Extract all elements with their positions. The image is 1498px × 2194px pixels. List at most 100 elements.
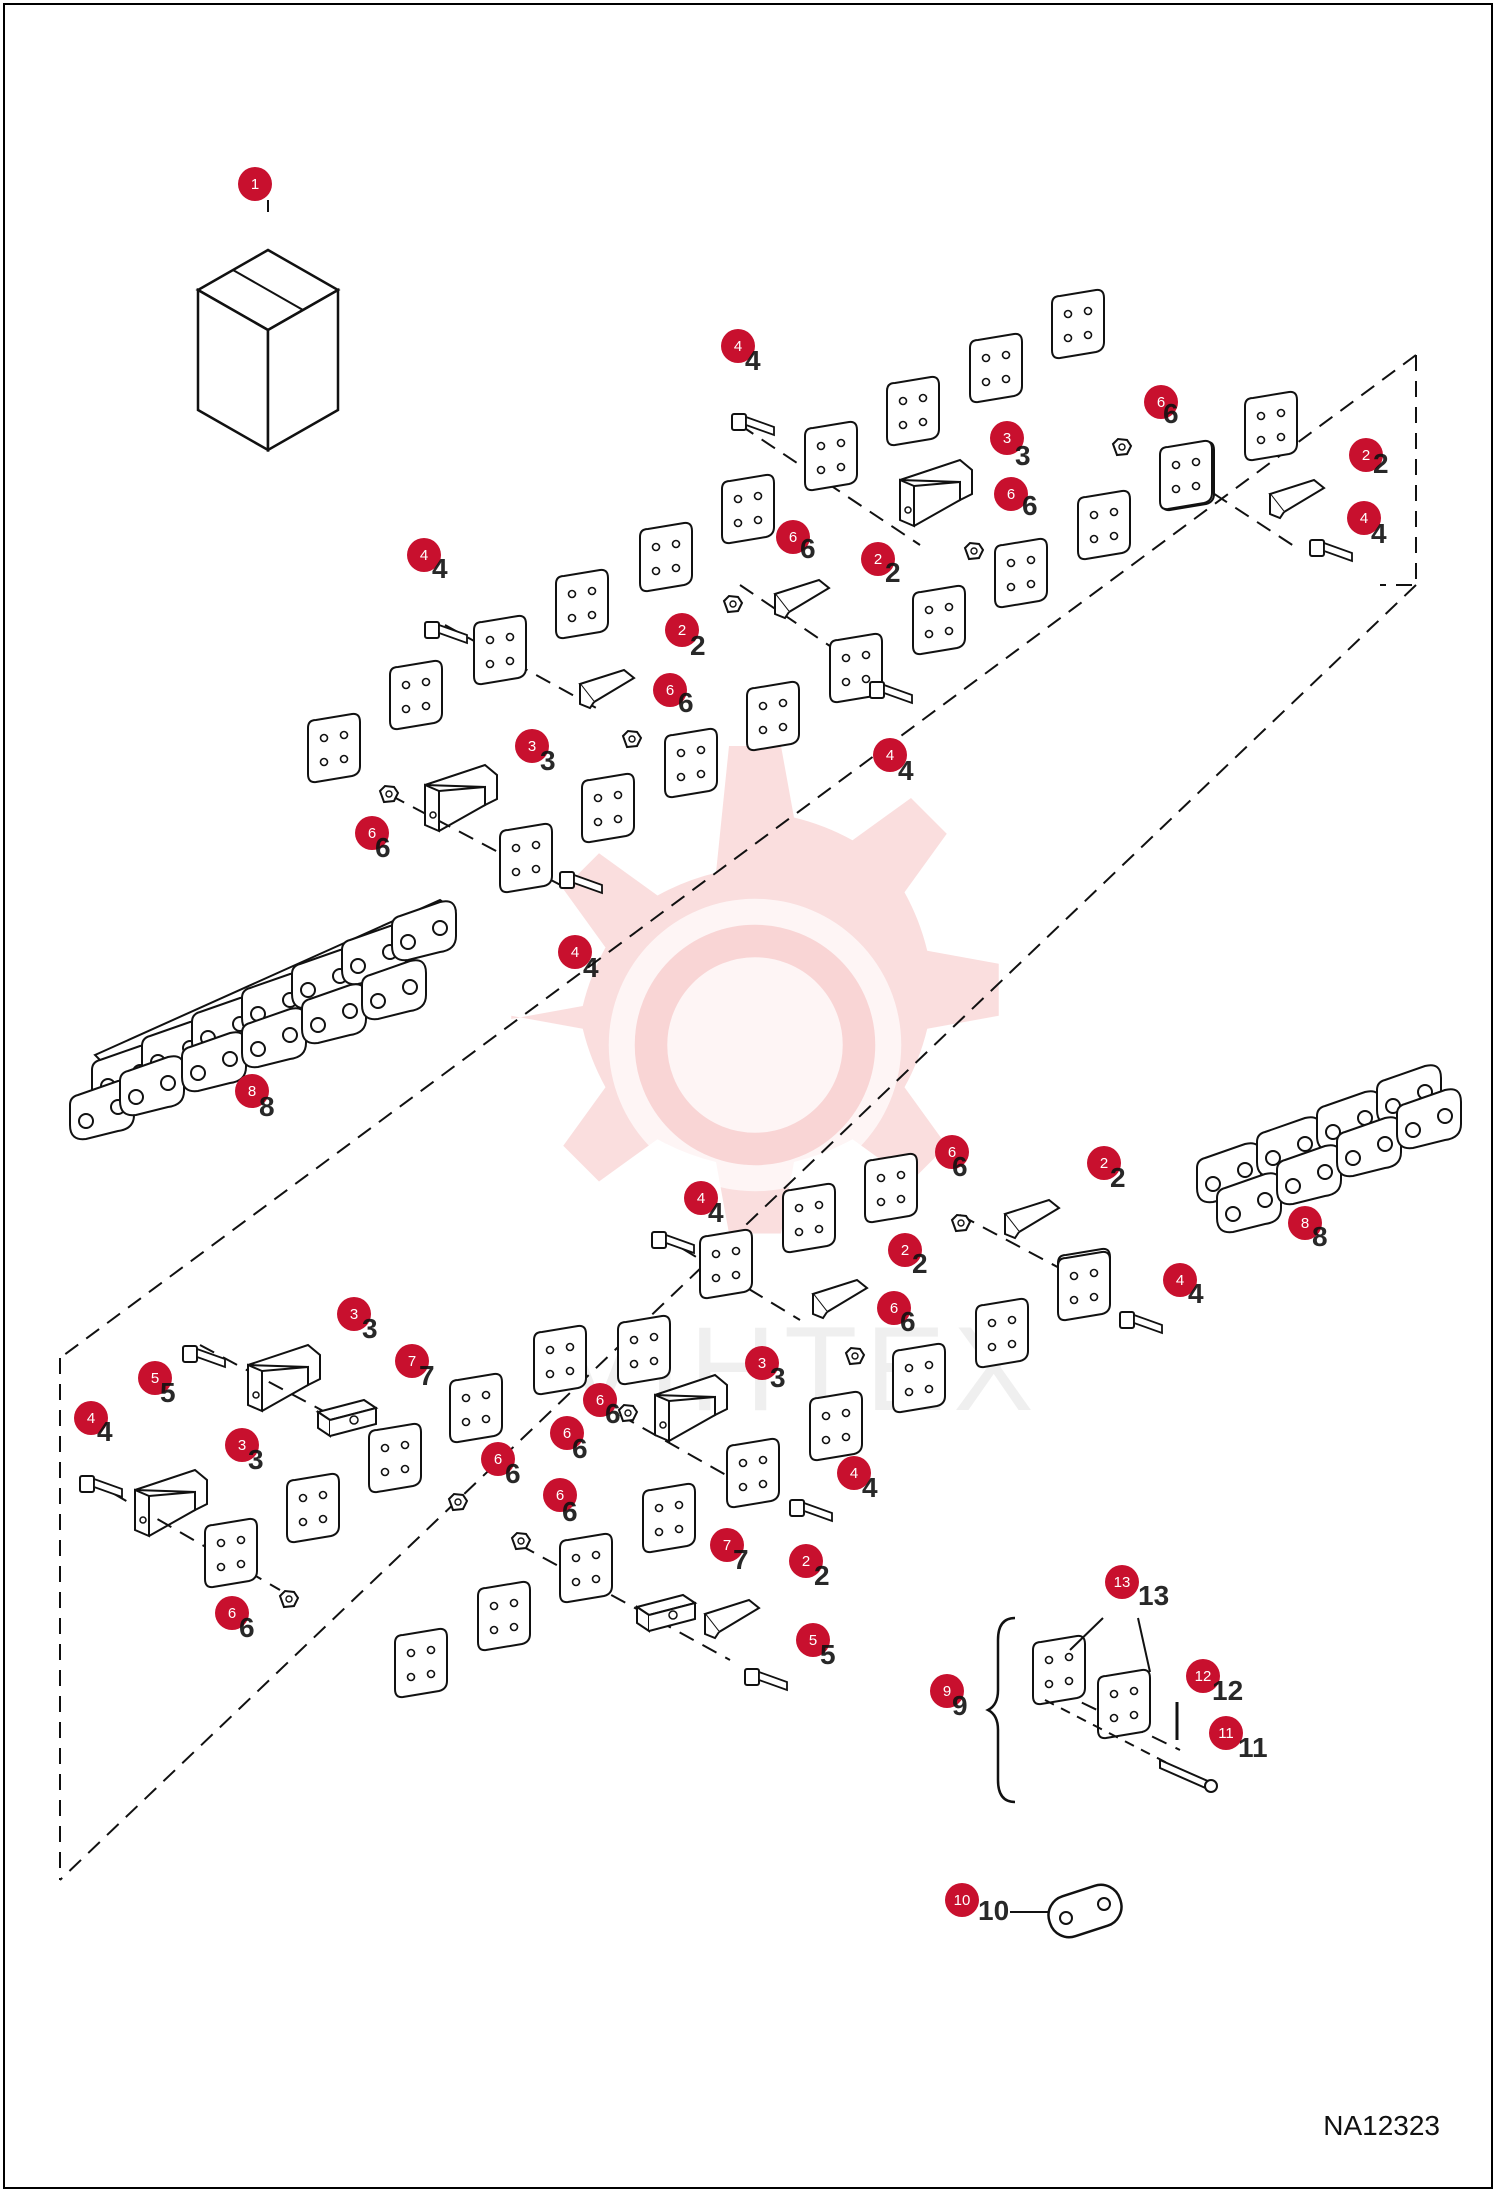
callout-badge	[684, 1181, 718, 1215]
figure-id: NA12323	[1323, 2110, 1440, 2141]
callout-badge	[543, 1478, 577, 1512]
callout-ref-number: 2	[1373, 448, 1389, 479]
callout-badge	[481, 1442, 515, 1476]
callout-number: 6	[1007, 486, 1015, 503]
watermark-gear-icon	[511, 746, 999, 1234]
callout-badge	[558, 935, 592, 969]
callout-badge	[515, 729, 549, 763]
callout-badge	[861, 542, 895, 576]
callout-ref-number: 4	[898, 755, 914, 786]
callout-ref-number: 3	[1015, 440, 1031, 471]
callout-number: 4	[1360, 510, 1368, 527]
callout-number: 13	[1114, 1574, 1131, 1591]
callout-badge	[877, 1291, 911, 1325]
callout-number: 2	[802, 1553, 810, 1570]
callout-number: 6	[563, 1425, 571, 1442]
callout-ref-number: 4	[97, 1416, 113, 1447]
callout-number: 2	[678, 622, 686, 639]
callout-number: 2	[874, 551, 882, 568]
callout-badge	[138, 1361, 172, 1395]
lower-roller-chain	[1196, 1064, 1462, 1234]
callout-number: 3	[528, 738, 536, 755]
callout-ref-number: 6	[678, 687, 694, 718]
callout-number: 10	[954, 1892, 971, 1909]
callout-ref-number: 12	[1212, 1675, 1243, 1706]
callout-number: 6	[948, 1144, 956, 1161]
callout-ref-number: 6	[900, 1306, 916, 1337]
callout-number: 4	[697, 1190, 705, 1207]
callout-3: 33	[990, 421, 1031, 471]
callout-number: 2	[1100, 1155, 1108, 1172]
callout-badge	[1288, 1206, 1322, 1240]
callout-number: 4	[886, 747, 894, 764]
callout-ref-number: 5	[160, 1377, 176, 1408]
callout-number: 4	[1176, 1272, 1184, 1289]
callout-ref-number: 8	[259, 1091, 275, 1122]
callout-ref-number: 2	[690, 630, 706, 661]
callout-ref-number: 6	[1163, 398, 1179, 429]
callout-number: 5	[809, 1632, 817, 1649]
callout-badge	[665, 613, 699, 647]
callout-6: 66	[355, 816, 391, 863]
callout-badge	[1349, 438, 1383, 472]
callout-ref-number: 8	[1312, 1221, 1328, 1252]
callout-ref-number: 7	[733, 1544, 749, 1575]
callout-number: 8	[1301, 1215, 1309, 1232]
callout-badge	[215, 1596, 249, 1630]
callout-badge	[395, 1344, 429, 1378]
callout-number: 6	[596, 1392, 604, 1409]
callout-ref-number: 7	[419, 1360, 435, 1391]
callout-number: 6	[789, 529, 797, 546]
callout-ref-number: 3	[540, 745, 556, 776]
callout-badge	[1105, 1565, 1139, 1599]
callout-badge	[930, 1674, 964, 1708]
callout-badge	[1186, 1659, 1220, 1693]
callout-badge	[1347, 501, 1381, 535]
callout-badge	[550, 1416, 584, 1450]
callout-number: 6	[228, 1605, 236, 1622]
callout-badge	[407, 538, 441, 572]
callout-badge	[653, 673, 687, 707]
callout-ref-number: 4	[745, 345, 761, 376]
callout-ref-number: 4	[862, 1472, 878, 1503]
callout-badge	[776, 520, 810, 554]
callout-ref-number: 3	[362, 1313, 378, 1344]
callout-6: 66	[543, 1478, 578, 1527]
callout-ref-number: 6	[800, 533, 816, 564]
callout-ref-number: 4	[1371, 518, 1387, 549]
callout-number: 5	[151, 1370, 159, 1387]
package-box	[195, 200, 341, 453]
callout-number: 4	[87, 1410, 95, 1427]
callout-ref-number: 3	[770, 1362, 786, 1393]
callout-ref-number: 2	[1110, 1162, 1126, 1193]
upper-roller-chain	[69, 898, 458, 1141]
callout-ref-number: 4	[1188, 1278, 1204, 1309]
callout-ref-number: 6	[375, 832, 391, 863]
callout-badge	[837, 1456, 871, 1490]
callout-ref-number: 4	[432, 553, 448, 584]
callout-badge	[990, 421, 1024, 455]
callout-badge	[74, 1401, 108, 1435]
connecting-link	[1010, 1883, 1123, 1939]
callout-badge	[721, 329, 755, 363]
callout-badge	[994, 477, 1028, 511]
callout-ref-number: 2	[814, 1560, 830, 1591]
callout-badge	[873, 738, 907, 772]
callout-ref-number: 6	[572, 1433, 588, 1464]
